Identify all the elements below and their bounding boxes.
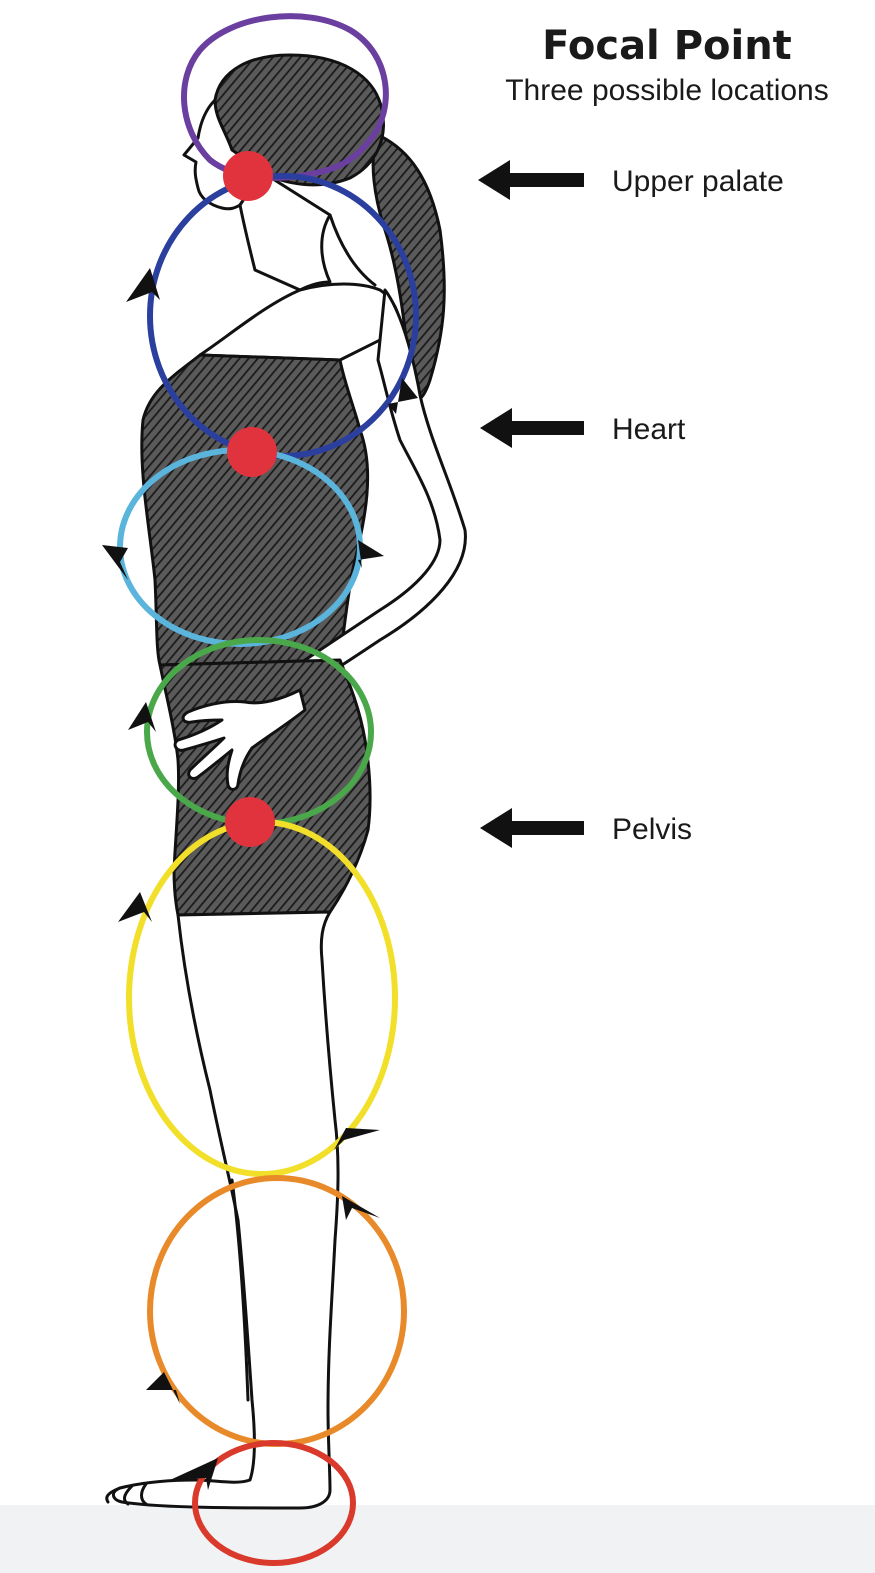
heart-callout: Heart: [480, 408, 686, 448]
thighs-ring-arrowhead-right: [334, 1128, 380, 1150]
heart-label: Heart: [612, 413, 686, 446]
floor: [0, 1505, 875, 1573]
legs: [113, 912, 338, 1508]
focal-point-pelvis-marker: [225, 797, 275, 847]
abdomen-ring-arrowhead-right: [358, 540, 384, 568]
page-title: Focal Point: [542, 23, 792, 69]
calves-ring-arrowhead-right: [342, 1196, 380, 1220]
shoulder: [200, 284, 400, 360]
shorts: [160, 660, 370, 915]
upper-palate-label: Upper palate: [612, 165, 784, 198]
pelvis-callout: Pelvis: [480, 808, 692, 848]
upper-palate-arrow-icon: [478, 160, 584, 200]
back-outline: [330, 215, 375, 285]
heart-arrow-icon: [480, 408, 584, 448]
pelvis-label: Pelvis: [612, 813, 692, 846]
focal-point-heart-marker: [227, 427, 277, 477]
upper-palate-callout: Upper palate: [478, 160, 784, 200]
pelvis-arrow-icon: [480, 808, 584, 848]
page-subtitle: Three possible locations: [505, 74, 829, 107]
focal-point-upper-palate-marker: [223, 151, 273, 201]
